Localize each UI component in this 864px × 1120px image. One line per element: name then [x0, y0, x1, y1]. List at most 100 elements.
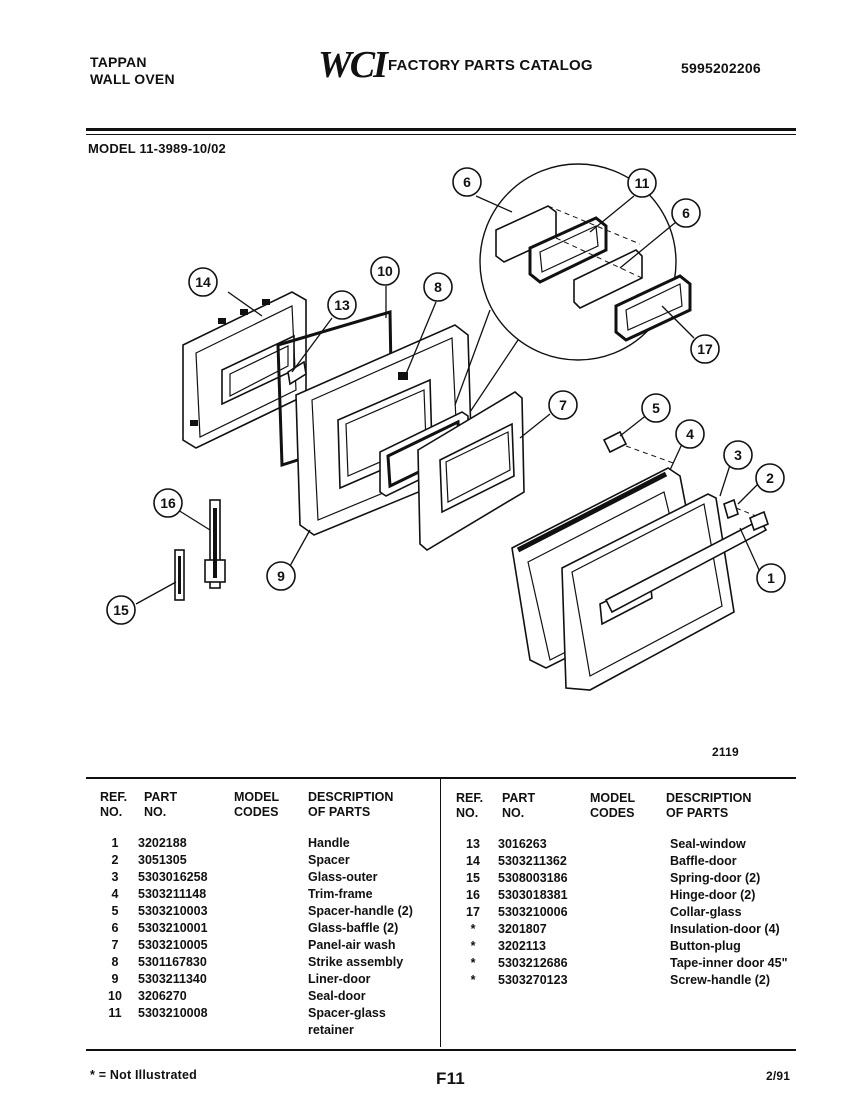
part-number-cell: 3201807: [498, 922, 547, 936]
header-rule: [86, 128, 796, 131]
callout-5: 5: [641, 393, 671, 423]
part-number-cell: 5303210001: [138, 921, 208, 935]
callout-15: 15: [106, 595, 136, 625]
callout-13: 13: [327, 290, 357, 320]
svg-text:4: 4: [686, 426, 694, 442]
svg-text:1: 1: [767, 570, 775, 586]
part-number-cell: 5303212686: [498, 956, 568, 970]
ref-cell: 15: [466, 871, 480, 885]
description-cell: Strike assembly: [308, 955, 404, 969]
ref-cell: 16: [466, 888, 480, 902]
panel-air-wash-part: [417, 391, 525, 551]
description-cell: Spacer: [308, 853, 350, 867]
part-number-cell: 5303210005: [138, 938, 208, 952]
wci-logo: WCI: [318, 44, 388, 86]
svg-text:8: 8: [434, 279, 442, 295]
model-number: MODEL 11-3989-10/02: [88, 141, 226, 156]
ref-cell: 4: [111, 887, 119, 901]
callout-3: 3: [723, 440, 753, 470]
ref-cell: *: [470, 956, 476, 970]
col-part-header-right: PART NO.: [502, 791, 536, 820]
description-cell: Spacer-glass: [308, 1006, 386, 1020]
figure-number: 2119: [712, 745, 739, 759]
callout-2: 2: [755, 463, 785, 493]
part-number-cell: 5303211148: [138, 887, 207, 901]
svg-text:6: 6: [463, 174, 471, 190]
description-cell: Seal-window: [670, 837, 746, 851]
svg-text:9: 9: [277, 568, 285, 584]
ref-cell: 13: [466, 837, 480, 851]
callout-9: 9: [266, 561, 296, 591]
callout-11: 11: [627, 168, 657, 198]
ref-cell: 3: [111, 870, 119, 884]
catalog-number: 5995202206: [681, 60, 761, 76]
col-model-header-right: MODEL CODES: [590, 791, 636, 820]
catalog-title: FACTORY PARTS CATALOG: [388, 57, 593, 74]
part-number-cell: 5303018381: [498, 888, 568, 902]
callout-10: 10: [370, 256, 400, 286]
table-row: retainer: [96, 1022, 444, 1039]
description-cell: Collar-glass: [670, 905, 742, 919]
part-number-cell: 3202188: [138, 836, 187, 850]
table-row: 8 5301167830 Strike assembly: [96, 954, 444, 971]
table-row: * 3201807 Insulation-door (4): [452, 921, 806, 938]
revision-date: 2/91: [766, 1069, 791, 1083]
ref-cell: 17: [466, 905, 480, 919]
table-top-rule: [86, 777, 796, 779]
spacer-handle-part: [602, 430, 628, 454]
col-model-header: MODEL CODES: [234, 790, 280, 819]
description-cell: Glass-outer: [308, 870, 378, 884]
svg-text:15: 15: [113, 602, 129, 618]
brand-name: TAPPAN: [90, 54, 147, 70]
seal-window-part: [287, 360, 307, 386]
callout-16: 16: [153, 488, 183, 518]
part-number-cell: 5301167830: [138, 955, 207, 969]
part-number-cell: 5303211340: [138, 972, 207, 986]
ref-cell: *: [470, 922, 476, 936]
ref-cell: 8: [111, 955, 119, 969]
col-ref-header-right: REF. NO.: [456, 791, 484, 820]
part-number-cell: 5303210006: [498, 905, 568, 919]
ref-cell: 14: [466, 854, 480, 868]
col-desc-header: DESCRIPTION OF PARTS: [308, 790, 394, 819]
callout-6-second: 6: [671, 198, 701, 228]
callout-4: 4: [675, 419, 705, 449]
table-row: 13 3016263 Seal-window: [452, 836, 806, 853]
part-number-cell: 3202113: [498, 939, 546, 953]
header-rule-thin: [86, 134, 796, 135]
ref-cell: 2: [111, 853, 119, 867]
part-number-cell: 3051305: [138, 853, 187, 867]
callout-7: 7: [548, 390, 578, 420]
baffle-door-part: [182, 291, 307, 449]
col-part-header: PART NO.: [144, 790, 178, 819]
description-cell: retainer: [308, 1023, 354, 1037]
description-cell: Insulation-door (4): [670, 922, 780, 936]
table-row: * 5303212686 Tape-inner door 45": [452, 955, 806, 972]
callout-14: 14: [188, 267, 218, 297]
table-row: 3 5303016258 Glass-outer: [96, 869, 444, 886]
page-number: F11: [436, 1069, 465, 1088]
ref-cell: 9: [111, 972, 119, 986]
description-cell: Tape-inner door 45": [670, 956, 788, 970]
svg-text:6: 6: [682, 205, 690, 221]
part-number-cell: 5303016258: [138, 870, 208, 884]
description-cell: Spacer-handle (2): [308, 904, 413, 918]
callout-6: 6: [452, 167, 482, 197]
part-number-cell: 5303210008: [138, 1006, 208, 1020]
description-cell: Seal-door: [308, 989, 366, 1003]
callout-1: 1: [756, 563, 786, 593]
part-number-cell: [134, 1022, 304, 1039]
product-type: WALL OVEN: [90, 71, 175, 87]
description-cell: Baffle-door: [670, 854, 737, 868]
part-number-cell: 3016263: [498, 837, 547, 851]
